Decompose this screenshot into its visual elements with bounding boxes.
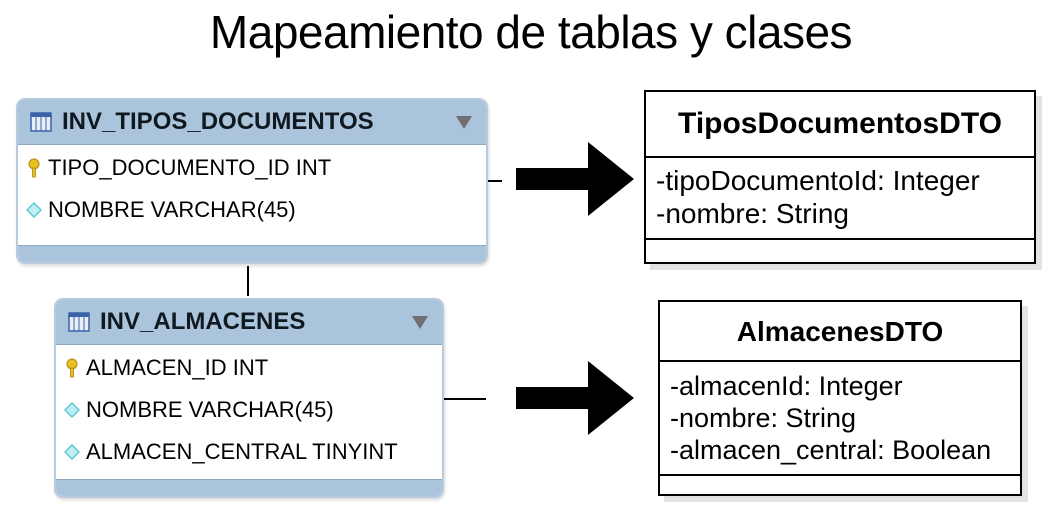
table-inv-tipos-documentos[interactable]: INV_TIPOS_DOCUMENTOS TIPO_DOCUMENTO_ID I… — [16, 98, 488, 264]
key-icon — [28, 158, 40, 178]
diamond-icon — [64, 444, 80, 460]
class-attributes: -tipoDocumentoId: Integer -nombre: Strin… — [646, 158, 1034, 240]
class-attribute: -tipoDocumentoId: Integer — [656, 165, 980, 196]
class-tipos-documentos-dto[interactable]: TiposDocumentosDTO -tipoDocumentoId: Int… — [644, 90, 1036, 264]
table-inv-almacenes[interactable]: INV_ALMACENES ALMACEN_ID INT NOMBRE VARC… — [54, 298, 444, 498]
connector-line — [488, 180, 502, 182]
table-name: INV_ALMACENES — [100, 308, 306, 335]
class-attribute: -almacenId: Integer — [670, 371, 903, 401]
right-arrow-icon — [516, 142, 634, 216]
table-name: INV_TIPOS_DOCUMENTOS — [62, 108, 374, 135]
table-column-row[interactable]: ALMACEN_ID INT — [56, 347, 442, 389]
connector-line — [444, 398, 486, 400]
diamond-icon — [64, 402, 80, 418]
class-attribute: -nombre: String — [656, 198, 849, 229]
table-column-row[interactable]: ALMACEN_CENTRAL TINYINT — [56, 431, 442, 473]
column-label: TIPO_DOCUMENTO_ID INT — [48, 155, 332, 180]
column-label: NOMBRE VARCHAR(45) — [86, 397, 334, 422]
page-title: Mapeamiento de tablas y clases — [209, 6, 853, 58]
table-footer — [18, 245, 486, 262]
column-label: ALMACEN_CENTRAL TINYINT — [86, 439, 398, 464]
class-name: TiposDocumentosDTO — [646, 92, 1034, 158]
table-column-row[interactable]: NOMBRE VARCHAR(45) — [18, 189, 486, 231]
table-column-row[interactable]: NOMBRE VARCHAR(45) — [56, 389, 442, 431]
table-header[interactable]: INV_ALMACENES — [56, 300, 442, 345]
class-attribute: -almacen_central: Boolean — [670, 435, 992, 465]
right-arrow-icon — [516, 361, 634, 435]
table-footer — [56, 479, 442, 496]
table-icon — [68, 312, 90, 332]
column-label: ALMACEN_ID INT — [86, 355, 269, 380]
column-label: NOMBRE VARCHAR(45) — [48, 197, 296, 222]
table-column-row[interactable]: TIPO_DOCUMENTO_ID INT — [18, 147, 486, 189]
relationship-line — [247, 266, 249, 296]
table-icon — [30, 112, 52, 132]
diamond-icon — [26, 202, 42, 218]
class-attributes: -almacenId: Integer -nombre: String -alm… — [660, 362, 1020, 476]
class-name: AlmacenesDTO — [660, 302, 1020, 362]
class-attribute: -nombre: String — [670, 403, 857, 433]
key-icon — [66, 358, 78, 378]
dropdown-arrow-icon[interactable] — [456, 116, 472, 129]
dropdown-arrow-icon[interactable] — [412, 316, 428, 329]
class-almacenes-dto[interactable]: AlmacenesDTO -almacenId: Integer -nombre… — [658, 300, 1022, 496]
table-header[interactable]: INV_TIPOS_DOCUMENTOS — [18, 100, 486, 145]
